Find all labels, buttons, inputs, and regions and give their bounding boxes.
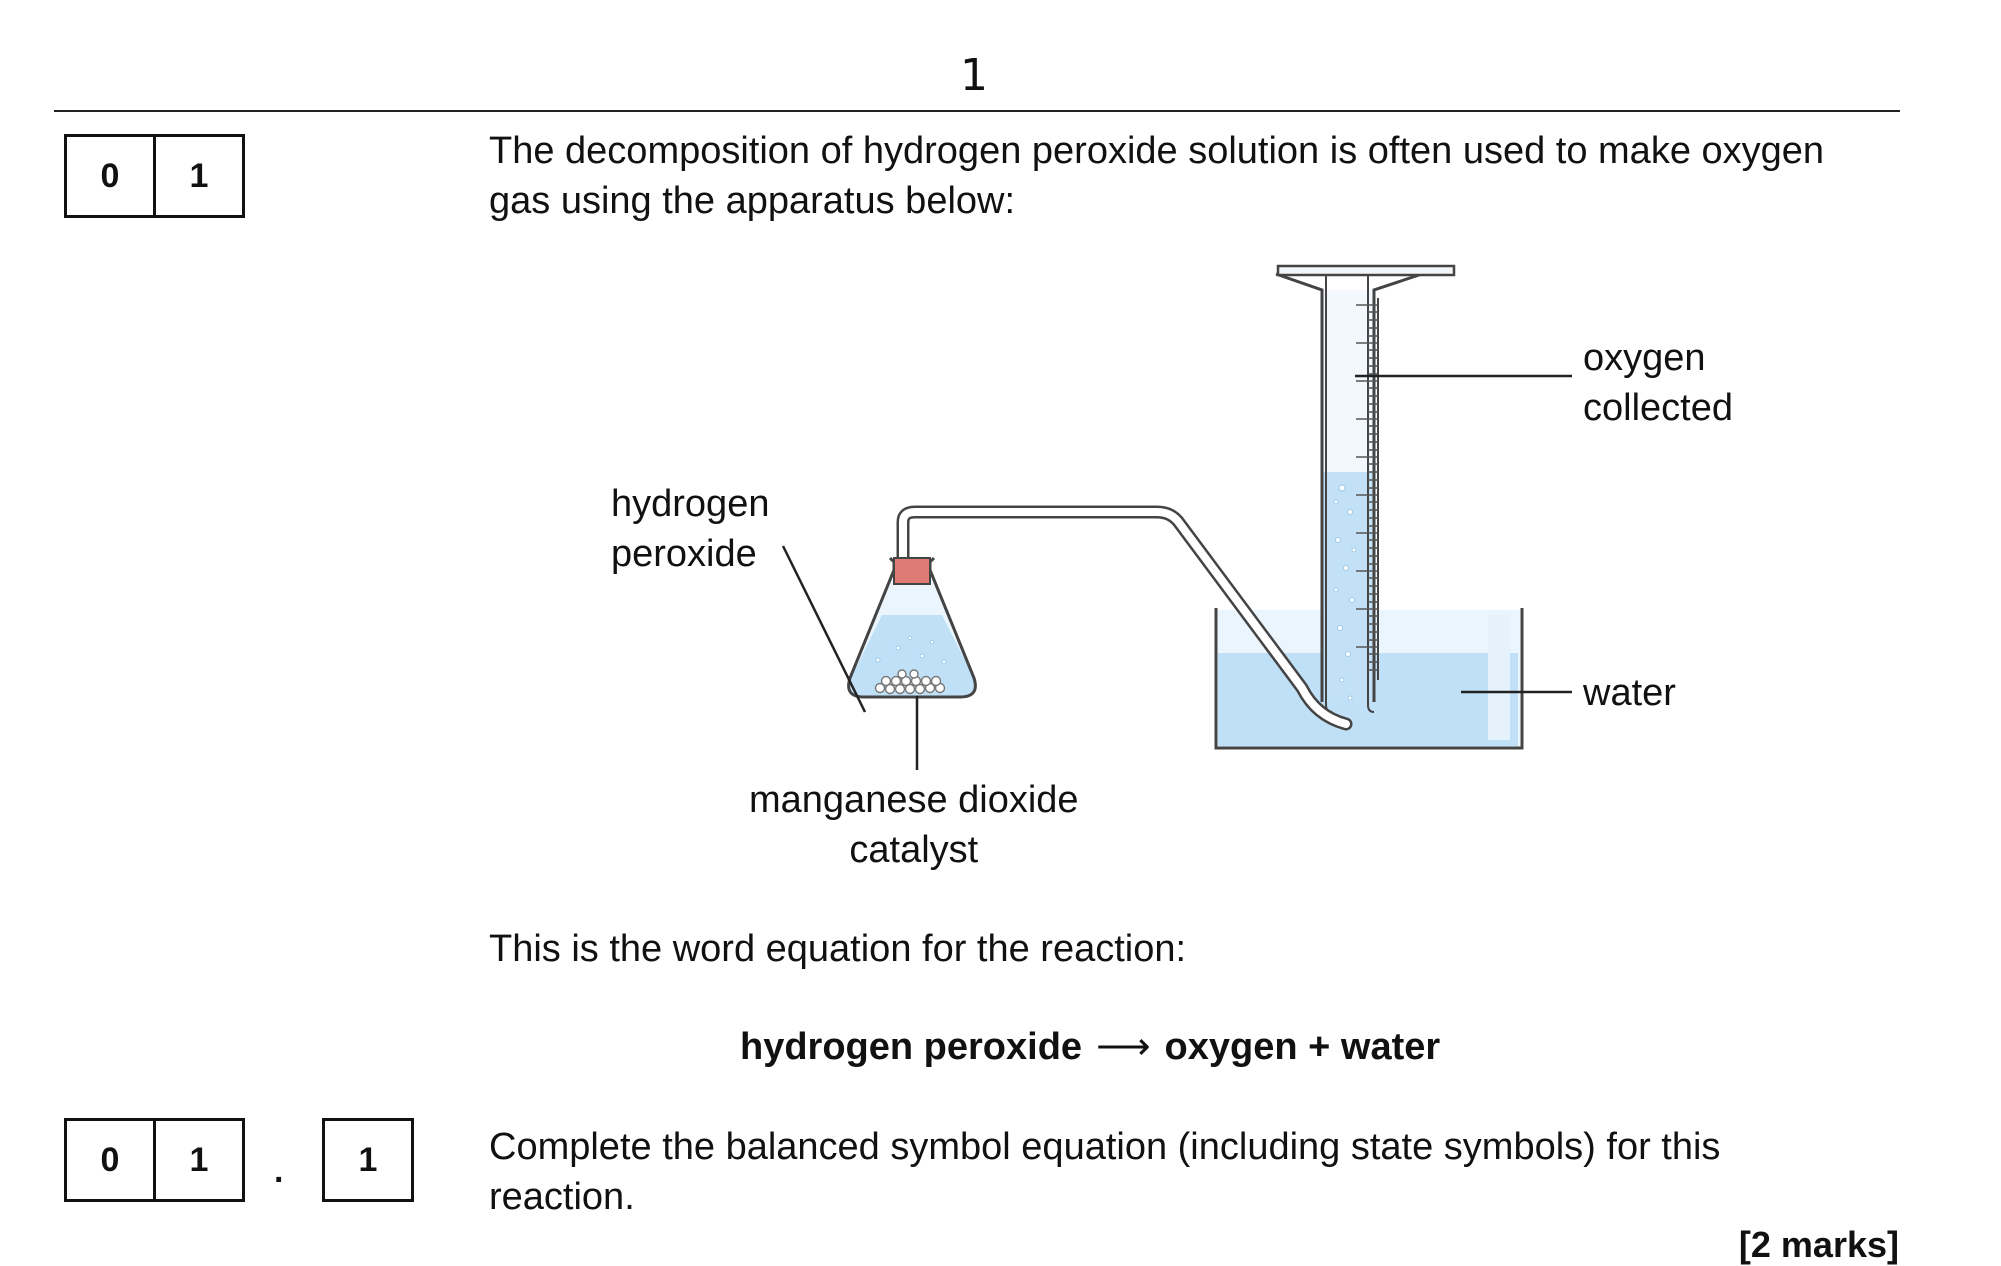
leader-lines	[781, 374, 1572, 770]
label-oxygen-collected: oxygen collected	[1583, 333, 1733, 433]
subquestion-part-digit: 1	[358, 1140, 378, 1179]
conical-flask	[847, 556, 977, 699]
subquestion-digit: 0	[100, 1140, 120, 1179]
subquestion-prompt: Complete the balanced symbol equation (i…	[489, 1126, 1721, 1218]
header-rule	[54, 110, 1900, 112]
question-digit: 0	[100, 156, 120, 195]
label-manganese-dioxide: manganese dioxide catalyst	[749, 775, 1079, 875]
equation-reactant: hydrogen peroxide	[740, 1026, 1083, 1068]
subquestion-digit: 1	[153, 1121, 242, 1199]
question-digit: 1	[153, 137, 242, 215]
subquestion-number-box: 0 1	[64, 1118, 245, 1202]
reaction-arrow-icon: ⟶	[1096, 1026, 1151, 1068]
label-water: water	[1583, 672, 1676, 714]
equation-products: oxygen + water	[1164, 1026, 1441, 1068]
label-hydrogen-peroxide: hydrogen peroxide	[611, 479, 769, 579]
measuring-cylinder	[1275, 264, 1456, 713]
label-line: hydrogen	[611, 483, 770, 525]
label-line: manganese dioxide	[749, 779, 1079, 821]
equation-intro: This is the word equation for the reacti…	[489, 928, 1187, 970]
apparatus-diagram	[781, 264, 1572, 770]
label-line: oxygen	[1583, 337, 1706, 379]
label-line: collected	[1583, 387, 1733, 429]
subquestion-separator: .	[274, 1152, 284, 1190]
question-number-box: 0 1	[64, 134, 245, 218]
marks-indicator: [2 marks]	[1738, 1224, 1899, 1265]
delivery-tube	[896, 505, 1353, 731]
label-line: peroxide	[611, 533, 757, 575]
label-line: catalyst	[849, 829, 979, 871]
subquestion-part-box: 1	[322, 1118, 414, 1202]
page-number: 1	[960, 50, 988, 101]
word-equation: hydrogen peroxide ⟶ oxygen + water	[740, 1024, 1440, 1069]
question-intro: The decomposition of hydrogen peroxide s…	[489, 130, 1825, 222]
